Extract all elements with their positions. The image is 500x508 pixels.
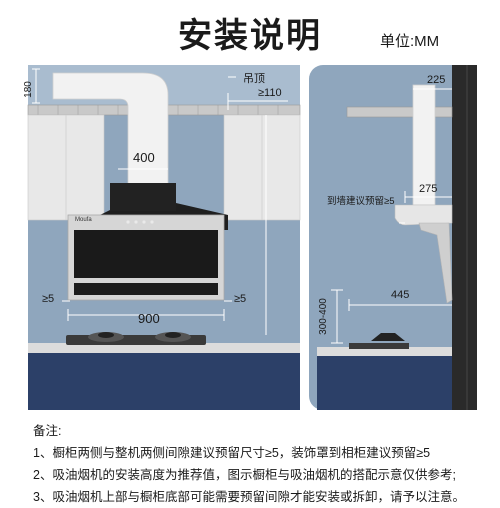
front-view-diagram: 180 吊顶 ≥110 400 Moufa ≥5 ≥5 900 [23, 65, 301, 410]
side-view-svg [317, 65, 477, 410]
dim-110-label: ≥110 [258, 87, 282, 99]
notes-title: 备注: [33, 424, 62, 438]
dim-gap-left-label: ≥5 [42, 293, 55, 305]
dim-180-label: 180 [22, 81, 34, 98]
dim-height-label: 300-400 [317, 298, 329, 335]
dim-275-label: 275 [419, 183, 438, 195]
front-view-svg [27, 65, 301, 410]
dim-900-label: 900 [138, 311, 160, 326]
page-title: 安装说明 [178, 17, 322, 55]
wall-gap-label: 到墙建议预留≥5 [327, 196, 395, 207]
dim-gap-right-label: ≥5 [234, 293, 247, 305]
unit-label: 单位:MM [380, 33, 440, 50]
dim-445-label: 445 [391, 289, 410, 301]
note-line-3: 3、吸油烟机上部与橱柜底部可能需要预留间隙才能安装或拆卸，请予以注意。 [33, 490, 465, 504]
notes-section: 备注: 1、橱柜两侧与整机两侧间隙建议预留尺寸≥5，装饰罩到相柜建议预留≥5 2… [33, 420, 465, 508]
dim-225-label: 225 [427, 74, 446, 86]
note-line-2: 2、吸油烟机的安装高度为推荐值，图示橱柜与吸油烟机的搭配示意仅供参考; [33, 468, 456, 482]
dim-400-label: 400 [133, 150, 155, 165]
side-view-diagram: 225 275 到墙建议预留≥5 445 300-400 [309, 65, 477, 410]
brand-logo: Moufa [75, 217, 92, 223]
ceiling-label: 吊顶 [243, 73, 265, 85]
note-line-1: 1、橱柜两侧与整机两侧间隙建议预留尺寸≥5，装饰罩到相柜建议预留≥5 [33, 446, 431, 460]
